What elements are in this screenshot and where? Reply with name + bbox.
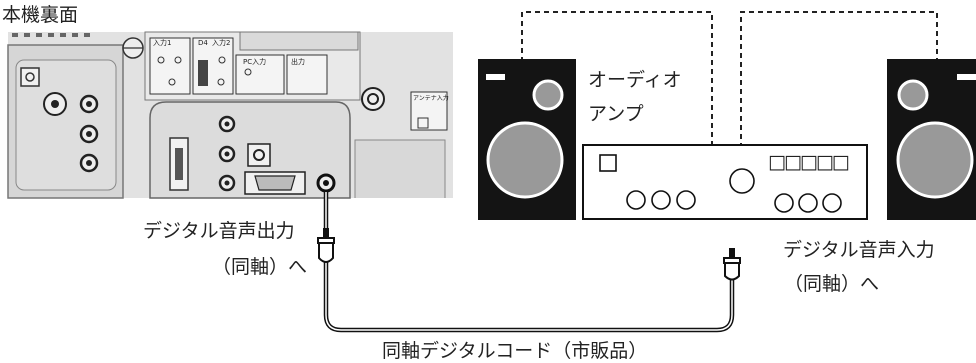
digital-out-sublabel: （同軸）へ [212, 256, 308, 278]
panel-label-antenna: アンテナ入力 [413, 95, 449, 102]
left-speaker [478, 59, 576, 220]
coaxial-cable [323, 192, 735, 333]
panel-label-d4: D4 [198, 39, 208, 47]
tv-rear-panel [7, 31, 453, 199]
panel-label-input2: 入力2 [212, 39, 231, 47]
amp-label-line1: オーディオ [588, 69, 682, 91]
amp-label-line2: アンプ [588, 103, 644, 125]
amp-display: □□□□□ [768, 151, 850, 173]
rca-plug-right [723, 248, 741, 281]
right-speaker [887, 59, 976, 220]
digital-in-sublabel: （同軸）へ [784, 273, 880, 295]
digital-out-label: デジタル音声出力 [143, 220, 295, 242]
audio-amplifier [582, 144, 868, 220]
rear-panel-label: 本機裏面 [2, 4, 79, 26]
panel-label-pc-input: PC入力 [243, 58, 267, 66]
speaker-wires [521, 11, 938, 148]
panel-label-input1: 入力1 [153, 39, 172, 47]
cable-label: 同軸デジタルコード（市販品） [382, 340, 648, 362]
rca-plug-left [317, 228, 335, 263]
panel-label-output: 出力 [291, 58, 305, 66]
digital-in-label: デジタル音声入力 [783, 239, 935, 261]
